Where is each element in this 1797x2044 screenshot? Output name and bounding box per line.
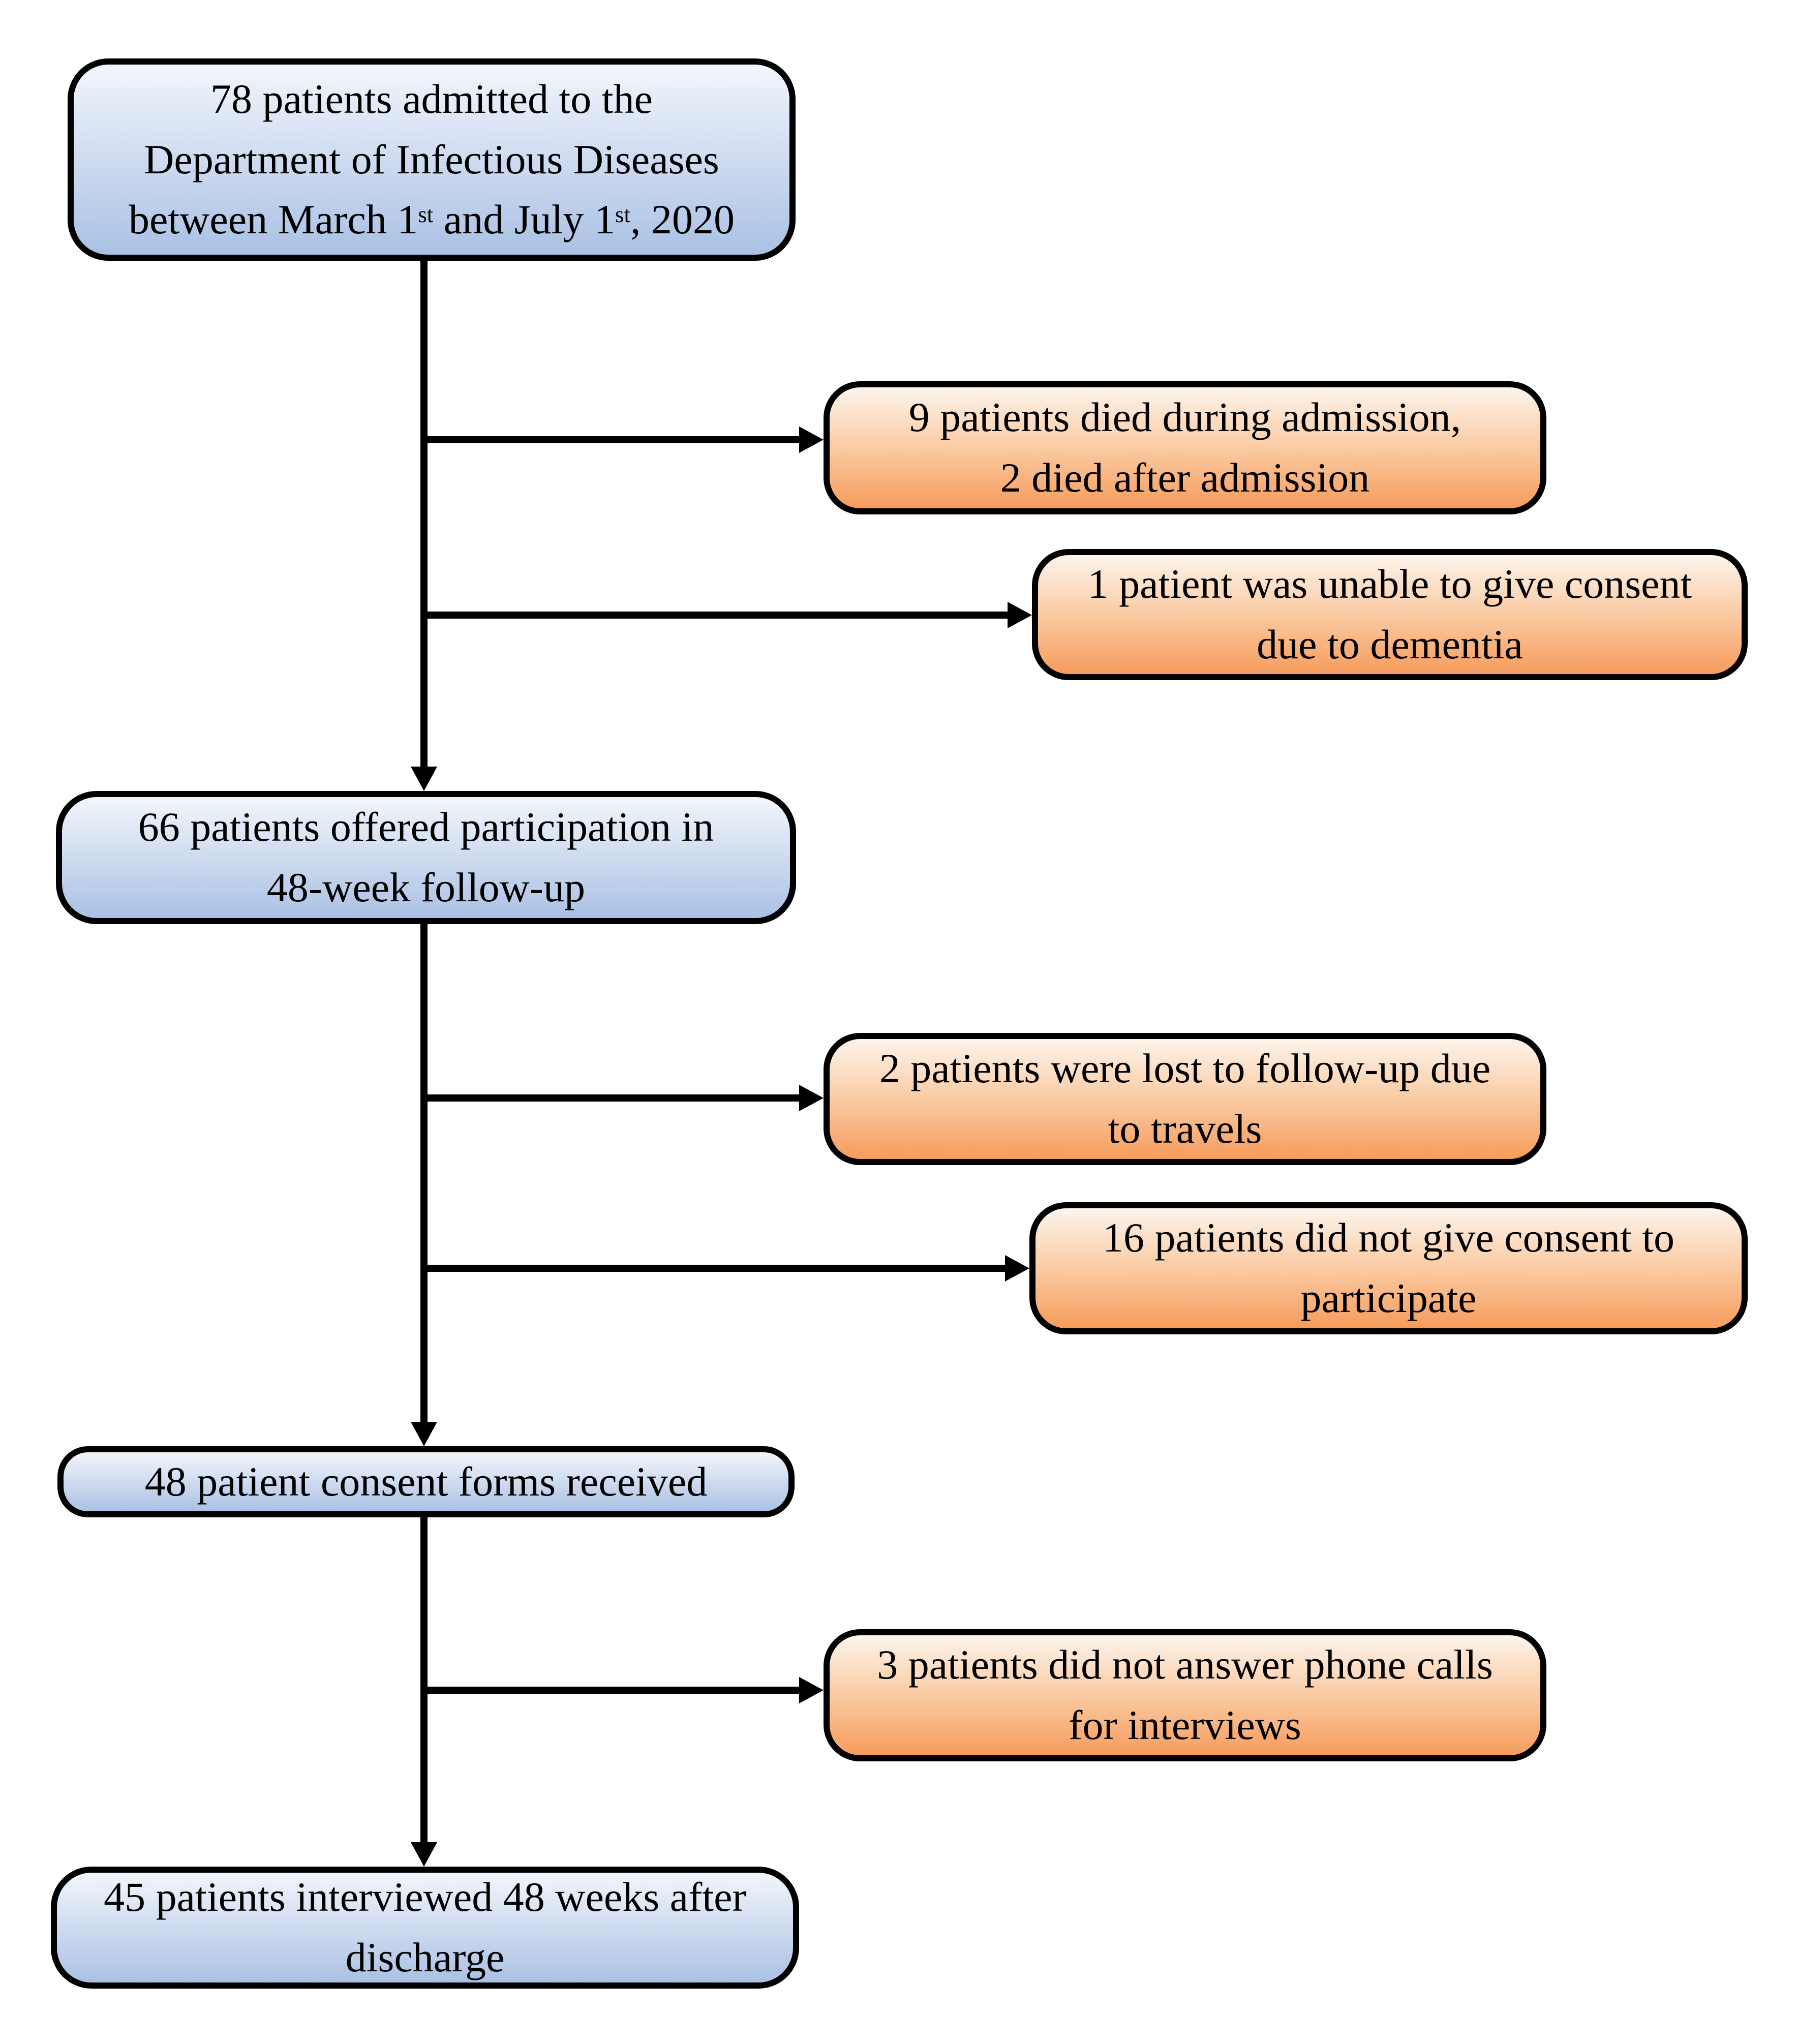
connector-branch-lost-followup (420, 1094, 799, 1102)
flow-box-dementia: 1 patient was unable to give consent due… (1032, 549, 1748, 680)
arrowhead-down-icon (411, 767, 437, 791)
box-text-line: 66 patients offered participation in (138, 804, 714, 850)
flow-box-consent-received: 48 patient consent forms received (57, 1446, 795, 1517)
arrowhead-right-icon (1008, 602, 1032, 628)
box-text-line: 2 patients were lost to follow-up due (879, 1045, 1491, 1092)
superscript-st: st (615, 201, 630, 227)
box-text-line: 2 died after admission (1000, 454, 1370, 501)
box-text-line: to travels (1108, 1106, 1262, 1152)
box-text-line: Department of Infectious Diseases (144, 136, 719, 182)
connector-main-segment-3 (420, 1516, 428, 1842)
box-text-line: 78 patients admitted to the (210, 75, 653, 122)
flow-box-no-consent: 16 patients did not give consent to part… (1029, 1202, 1748, 1334)
arrowhead-right-icon (799, 1677, 824, 1703)
connector-main-segment-2 (420, 923, 428, 1422)
box-text-line: 9 patients died during admission, (908, 394, 1461, 441)
box-text-line: 48 patient consent forms received (144, 1458, 708, 1505)
box-text-line: for interviews (1069, 1702, 1301, 1748)
flow-box-lost-followup: 2 patients were lost to follow-up due to… (824, 1033, 1546, 1165)
connector-branch-dementia (420, 612, 1008, 619)
flow-box-died: 9 patients died during admission, 2 died… (824, 381, 1546, 514)
flow-box-interviewed: 45 patients interviewed 48 weeks after d… (51, 1867, 799, 1989)
arrowhead-right-icon (1005, 1255, 1029, 1282)
arrowhead-right-icon (799, 1085, 824, 1111)
connector-branch-no-answer (420, 1687, 799, 1694)
connector-main-segment-1 (420, 259, 428, 767)
arrowhead-right-icon (799, 426, 824, 453)
flow-box-offered: 66 patients offered participation in 48-… (56, 791, 796, 924)
flow-box-admitted: 78 patients admitted to the Department o… (68, 58, 796, 261)
connector-branch-no-consent (420, 1265, 1005, 1272)
box-text-line: 48-week follow-up (266, 864, 586, 910)
box-text-line: participate (1300, 1275, 1477, 1321)
box-text-line: 16 patients did not give consent to (1102, 1214, 1675, 1261)
box-text-line: due to dementia (1257, 621, 1523, 667)
box-text-line: between March 1st and July 1st, 2020 (129, 196, 735, 243)
box-text-line: 1 patient was unable to give consent (1087, 561, 1692, 607)
box-text-line: 45 patients interviewed 48 weeks after (104, 1874, 746, 1920)
box-text-line: 3 patients did not answer phone calls (877, 1641, 1493, 1688)
superscript-st: st (418, 201, 434, 227)
box-text-line: discharge (345, 1934, 505, 1980)
flow-box-no-answer: 3 patients did not answer phone calls fo… (824, 1629, 1546, 1761)
connector-branch-died (420, 436, 799, 443)
arrowhead-down-icon (411, 1422, 437, 1446)
arrowhead-down-icon (411, 1842, 437, 1867)
